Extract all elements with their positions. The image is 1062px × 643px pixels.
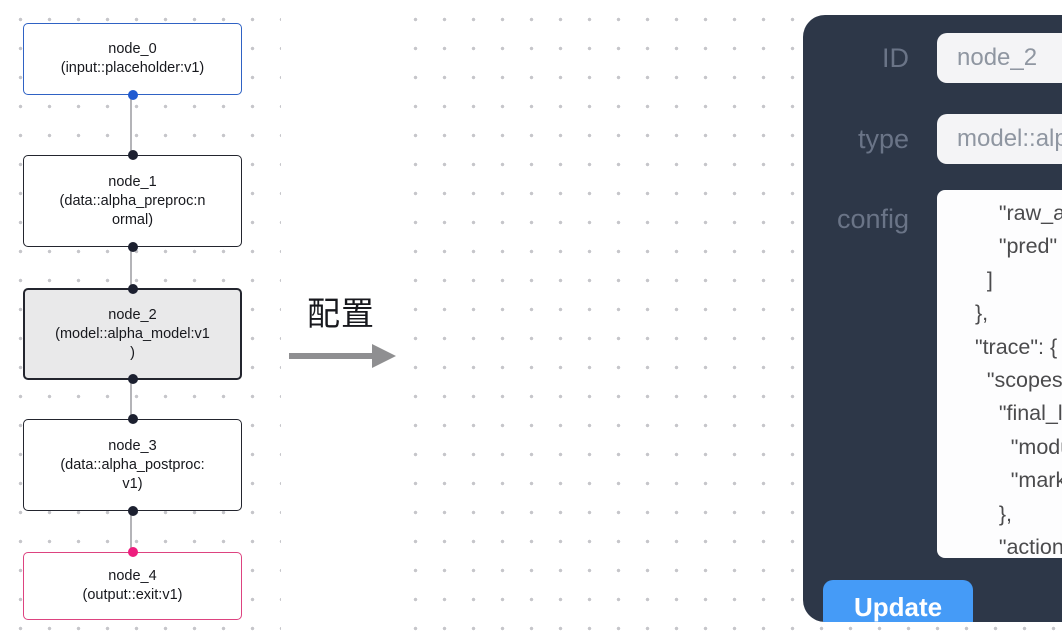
edge-node2-node3 (130, 379, 132, 421)
output-port-icon[interactable] (127, 506, 138, 516)
edge-node1-node2 (130, 246, 132, 290)
config-textarea[interactable]: "raw_action", "pred" ] }, "trace": { "sc… (937, 190, 1062, 558)
node-subtitle: (input::placeholder:v1) (60, 60, 205, 76)
node-subtitle: (output::exit:v1) (82, 587, 183, 603)
node-0-input[interactable]: node_0 (input::placeholder:v1) (23, 23, 242, 100)
node-title: node_4 (108, 568, 157, 584)
config-panel: ID type config "raw_action", "pred" ] },… (803, 15, 1062, 622)
node-subtitle: (data::alpha_preproc:n (59, 192, 206, 209)
output-port-icon[interactable] (127, 374, 138, 384)
node-subtitle: (data::alpha_postproc: (60, 456, 205, 473)
node-3-postproc[interactable]: node_3 (data::alpha_postproc: v1) (23, 414, 242, 516)
node-subtitle: ) (130, 344, 135, 361)
node-title: node_0 (108, 41, 157, 57)
config-label: config (836, 204, 909, 234)
node-title: node_3 (108, 437, 157, 454)
node-title: node_2 (108, 306, 157, 323)
configure-annotation: 配置 (284, 294, 398, 372)
output-port-icon[interactable] (127, 242, 138, 252)
type-label: type (857, 123, 909, 154)
id-input[interactable] (937, 33, 1062, 83)
panel-canvas: ID type config "raw_action", "pred" ] },… (395, 0, 1062, 643)
arrow-right-icon (289, 344, 396, 368)
input-port-icon[interactable] (127, 284, 138, 294)
flow-canvas[interactable]: node_0 (input::placeholder:v1) node_1 (d… (0, 0, 281, 643)
node-subtitle: ormal) (111, 211, 154, 228)
node-subtitle: (model::alpha_model:v1 (55, 325, 210, 342)
config-json-text: "raw_action", "pred" ] }, "trace": { "sc… (974, 201, 1062, 558)
node-subtitle: v1) (122, 475, 143, 492)
node-4-output[interactable]: node_4 (output::exit:v1) (23, 547, 242, 620)
type-input[interactable] (937, 114, 1062, 164)
input-port-icon[interactable] (127, 414, 138, 424)
input-port-icon[interactable] (127, 150, 138, 160)
node-1-preproc[interactable]: node_1 (data::alpha_preproc:n ormal) (23, 150, 242, 252)
node-title: node_1 (108, 173, 157, 190)
node-2-model-selected[interactable]: node_2 (model::alpha_model:v1 ) (23, 284, 242, 384)
update-button[interactable]: Update (823, 580, 973, 622)
edge-node3-node4 (130, 510, 132, 554)
edge-node0-node1 (130, 94, 132, 157)
output-port-icon[interactable] (127, 90, 138, 100)
input-port-icon[interactable] (127, 547, 138, 557)
id-label: ID (882, 42, 909, 73)
configure-label: 配置 (307, 295, 375, 332)
